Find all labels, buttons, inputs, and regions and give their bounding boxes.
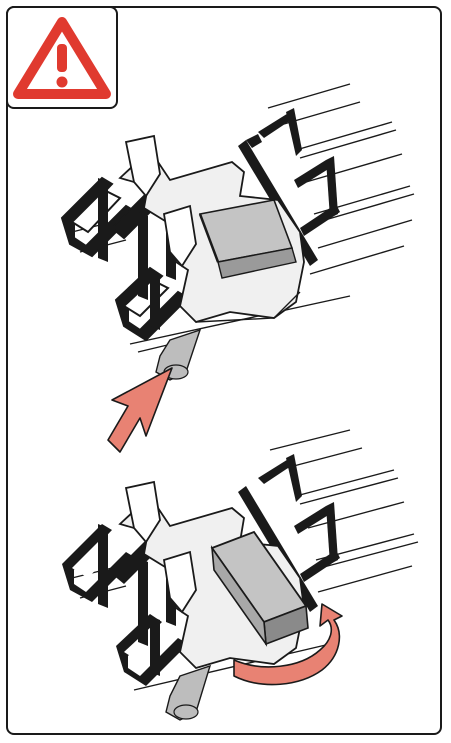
step-1-illustration: [62, 84, 414, 380]
push-arrow-icon: [108, 368, 172, 452]
